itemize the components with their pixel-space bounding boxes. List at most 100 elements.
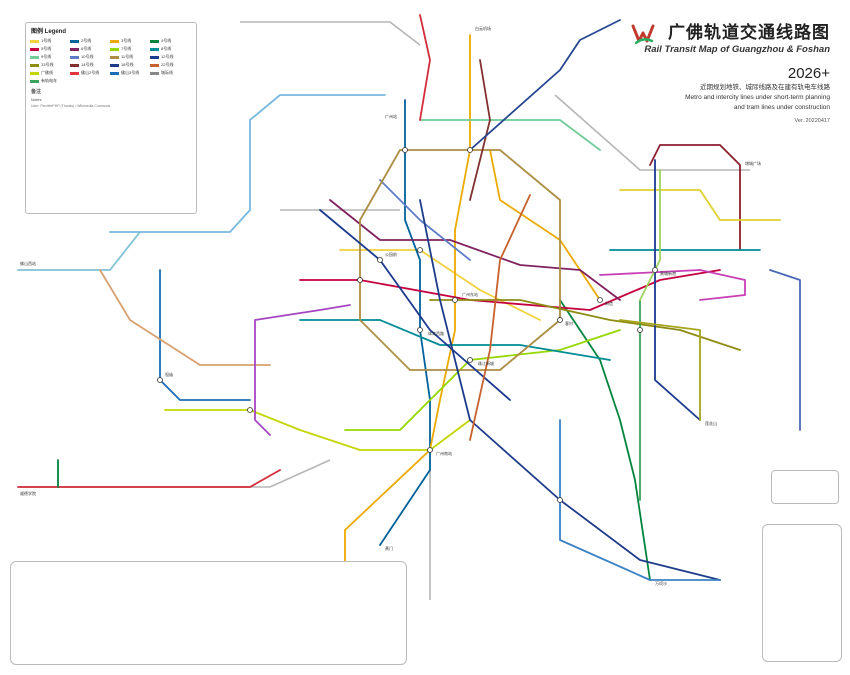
line-lime-gfl xyxy=(164,409,471,451)
legend-swatch xyxy=(30,55,39,59)
line-3-branch xyxy=(489,149,601,301)
label-gongyuanqian: 公园前 xyxy=(385,251,397,257)
legend-swatch xyxy=(150,47,159,51)
metro-logo-icon xyxy=(631,24,655,45)
legend-label: 佛山2号线 xyxy=(81,70,100,75)
legend-entry: 22号线 xyxy=(150,62,190,68)
legend-swatch xyxy=(110,71,119,75)
legend-label: 8号线 xyxy=(161,46,172,51)
legend-entry: 13号线 xyxy=(30,62,70,68)
legend-entry: 10号线 xyxy=(70,54,110,60)
legend-entry: 9号线 xyxy=(30,54,70,60)
line-red-west xyxy=(17,469,281,488)
legend-heading: 图例 Legend xyxy=(31,29,67,35)
label-foshan-west: 佛山西站 xyxy=(20,260,36,266)
line-tan xyxy=(99,269,271,366)
label-shunde: 顺德学院 xyxy=(20,490,36,496)
line-22 xyxy=(469,194,531,441)
legend-label: 4号线 xyxy=(161,38,172,43)
legend-entry: 有轨电车 xyxy=(30,78,70,84)
label-lianhua: 莲花山 xyxy=(705,420,717,426)
legend-swatch xyxy=(150,39,159,43)
label-gz-station: 广州站 xyxy=(385,113,397,119)
legend-label: 14号线 xyxy=(81,62,94,67)
legend-swatch xyxy=(70,39,79,43)
legend-entry: 11号线 xyxy=(110,54,150,60)
legend-swatch xyxy=(70,71,79,75)
line-4 xyxy=(559,299,651,581)
inset-panel-tram xyxy=(10,561,407,665)
line-red-north xyxy=(419,14,431,121)
line-light-blue xyxy=(109,94,386,233)
legend-entry: 2号线 xyxy=(70,38,110,44)
line-east-ring xyxy=(769,269,801,431)
legend-swatch xyxy=(70,47,79,51)
legend-entry: 14号线 xyxy=(70,62,110,68)
legend-swatch xyxy=(110,55,119,59)
legend-label: 7号线 xyxy=(121,46,132,51)
label-zumiao: 祖庙 xyxy=(165,371,173,377)
legend-label: 5号线 xyxy=(41,46,52,51)
station-labels: 广州南站 广州站 广州东站 白云机场 佛山西站 珠江新城 体育西路 公园前 客村… xyxy=(20,25,761,601)
version-label: Ver. 20220417 xyxy=(794,118,830,124)
label-kecun: 客村 xyxy=(565,320,573,326)
line-11 xyxy=(359,149,561,371)
legend-entry: 1号线 xyxy=(30,38,70,44)
line-olive-east xyxy=(619,319,701,421)
legend-swatch xyxy=(70,55,79,59)
line-18 xyxy=(419,199,721,581)
legend-swatch xyxy=(150,71,159,75)
line-1 xyxy=(339,249,541,321)
label-wanqingsha: 万顷沙 xyxy=(655,580,667,586)
legend-label: 城际线 xyxy=(161,70,173,75)
label-tiyu-west: 体育西路 xyxy=(428,330,444,336)
legend-label: 广佛线 xyxy=(41,70,53,75)
legend-entry: 城际线 xyxy=(150,70,190,76)
legend-label: 10号线 xyxy=(81,54,94,59)
line-dark-blue-north xyxy=(469,19,621,151)
legend-label: 22号线 xyxy=(161,62,174,67)
line-magenta xyxy=(599,269,746,301)
line-dark-red xyxy=(649,144,741,251)
legend-label: 3号线 xyxy=(121,38,132,43)
legend-label: 佛山3号线 xyxy=(121,70,140,75)
map-title-en: Rail Transit Map of Guangzhou & Foshan xyxy=(644,44,830,55)
legend-label: 1号线 xyxy=(41,38,52,43)
line-14 xyxy=(469,59,491,201)
legend-swatch xyxy=(110,47,119,51)
legend-entry: 广佛线 xyxy=(30,70,70,76)
label-jiaomen: 蕉门 xyxy=(385,545,393,551)
legend-swatch xyxy=(30,47,39,51)
legend-swatch xyxy=(150,55,159,59)
label-gz-south: 广州南站 xyxy=(436,450,452,456)
line-yellow-east xyxy=(619,189,781,221)
legend-entry: 5号线 xyxy=(30,46,70,52)
legend-label: 9号线 xyxy=(41,54,52,59)
subtitle-zh: 近期规划地铁、城际线路及在建有轨电车线路 xyxy=(700,84,830,91)
legend-swatch xyxy=(30,39,39,43)
line-6 xyxy=(329,199,621,301)
label-gz-east: 广州东站 xyxy=(462,291,478,297)
line-purple xyxy=(254,304,351,436)
label-zengcheng: 增城广场 xyxy=(745,160,761,166)
legend-entry: 6号线 xyxy=(70,46,110,52)
line-10 xyxy=(379,179,471,261)
legend-swatch xyxy=(70,63,79,67)
label-xinzao: 新造 xyxy=(605,300,613,306)
subtitle-en-1: Metro and intercity lines under short-te… xyxy=(685,94,830,101)
line-3 xyxy=(344,34,471,601)
line-12 xyxy=(319,209,511,401)
legend-entry: 18号线 xyxy=(110,62,150,68)
legend-swatch xyxy=(150,63,159,67)
legend-swatch xyxy=(30,63,39,67)
legend-swatch xyxy=(30,71,39,75)
legend-label: 2号线 xyxy=(81,38,92,43)
legend-entry: 佛山3号线 xyxy=(110,70,150,76)
line-8 xyxy=(299,319,611,361)
legend-label: 有轨电车 xyxy=(41,78,57,83)
line-9 xyxy=(419,119,601,151)
legend-panel: 图例 Legend 1号线 2号线 3号线 4号线 5号线 6号线 7号线 8号线 9号线 10号… xyxy=(25,22,197,214)
legend-entry: 4号线 xyxy=(150,38,190,44)
notes-heading: 备注 xyxy=(31,89,42,95)
